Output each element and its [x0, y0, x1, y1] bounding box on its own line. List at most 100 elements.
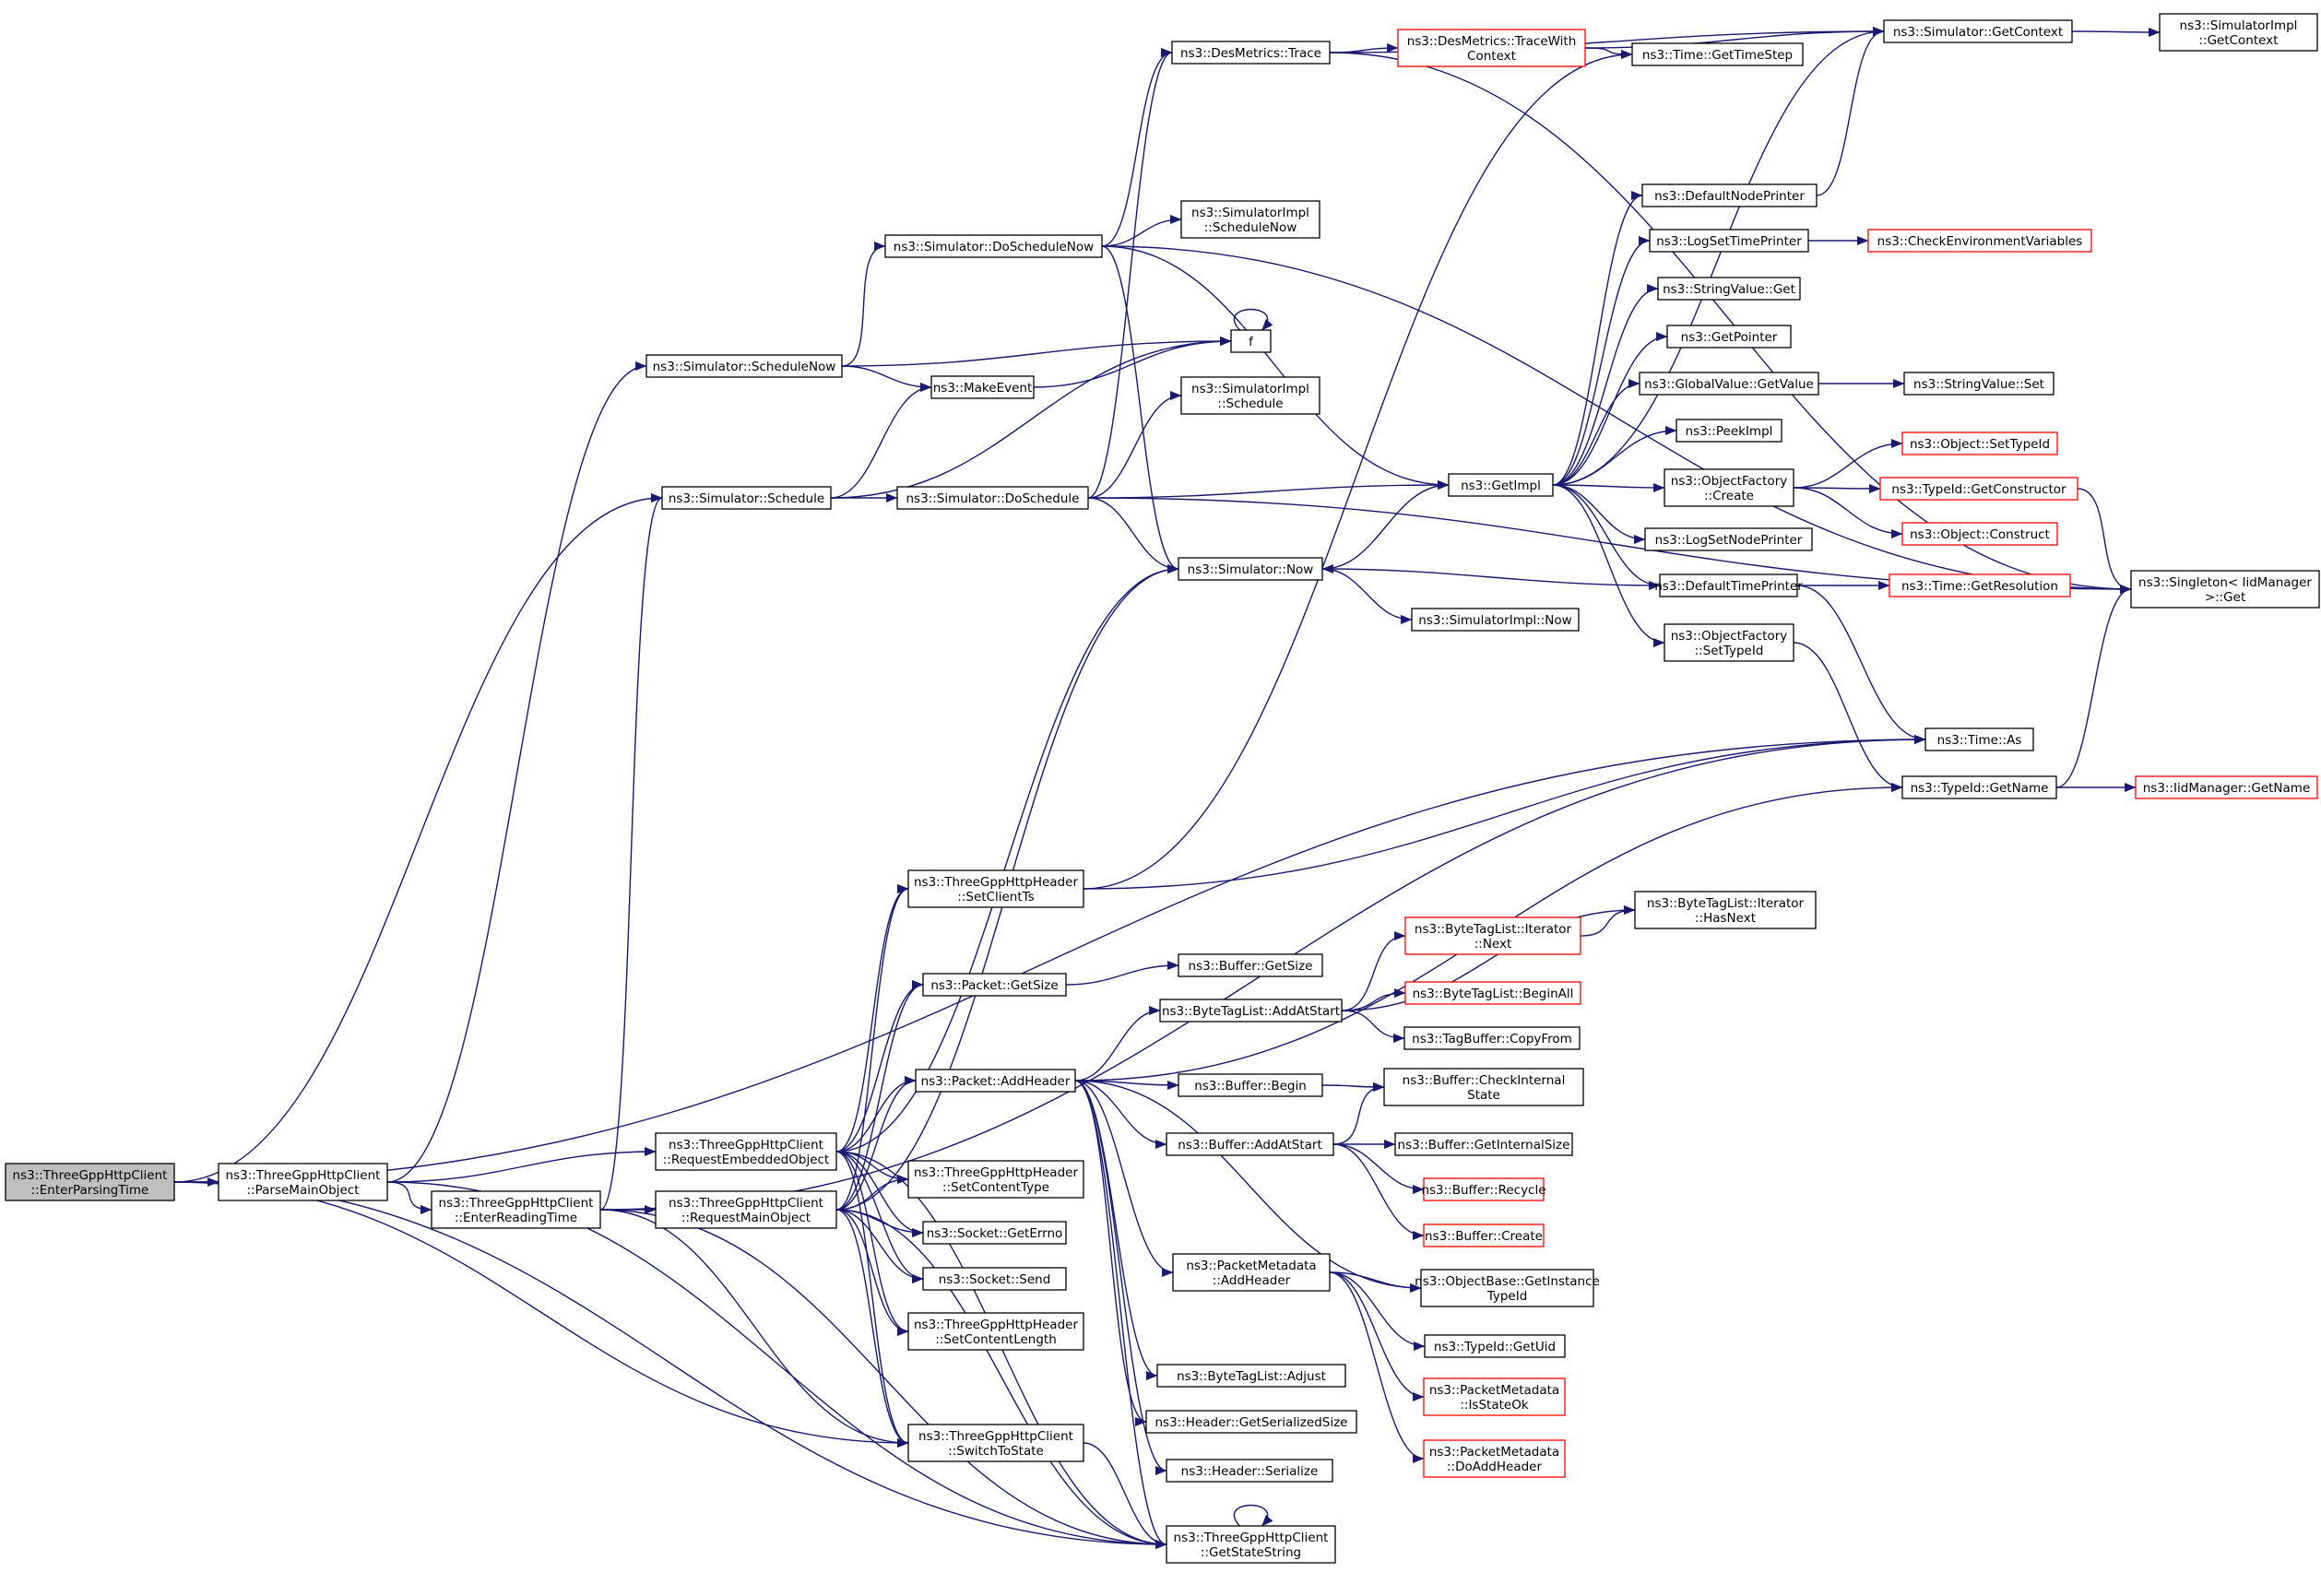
node-label: ns3::ThreeGppHttpHeader — [914, 1318, 1078, 1332]
node-getsize[interactable]: ns3::Packet::GetSize — [922, 973, 1067, 997]
node-setcontentlength[interactable]: ns3::ThreeGppHttpHeader::SetContentLengt… — [907, 1312, 1084, 1351]
node-f[interactable]: f — [1230, 329, 1272, 353]
node-geterrno[interactable]: ns3::Socket::GetErrno — [922, 1221, 1067, 1245]
node-box — [1448, 473, 1554, 497]
node-gv-getvalue[interactable]: ns3::GlobalValue::GetValue — [1639, 372, 1819, 396]
node-logsettimeprinter[interactable]: ns3::LogSetTimePrinter — [1649, 229, 1809, 253]
node-buf-create[interactable]: ns3::Buffer::Create — [1423, 1224, 1545, 1247]
node-box — [655, 1132, 837, 1171]
node-time-getres[interactable]: ns3::Time::GetResolution — [1889, 573, 2071, 597]
node-sched[interactable]: ns3::Simulator::Schedule — [661, 486, 832, 510]
node-label: ns3::StringValue::Set — [1913, 377, 2044, 392]
node-hdr-ser[interactable]: ns3::Header::Serialize — [1166, 1459, 1333, 1483]
node-typeid-getname[interactable]: ns3::TypeId::GetName — [1901, 775, 2057, 799]
node-obj-settypeid[interactable]: ns3::Object::SetTypeId — [1901, 432, 2058, 455]
node-box — [1649, 229, 1809, 253]
node-singleton-get[interactable]: ns3::Singleton< IidManager>::Get — [2130, 570, 2320, 609]
node-setclientts[interactable]: ns3::ThreeGppHttpHeader::SetClientTs — [907, 869, 1084, 908]
node-typeid-getuid[interactable]: ns3::TypeId::GetUid — [1424, 1334, 1566, 1358]
node-obj-construct[interactable]: ns3::Object::Construct — [1901, 522, 2058, 546]
node-label: ns3::Simulator::DoScheduleNow — [894, 240, 1094, 254]
node-simimpl-schednow[interactable]: ns3::SimulatorImpl::ScheduleNow — [1180, 200, 1320, 239]
node-addheader[interactable]: ns3::Packet::AddHeader — [915, 1069, 1076, 1093]
node-label: ns3::Buffer::Begin — [1194, 1079, 1307, 1094]
node-label: ns3::Object::Construct — [1910, 527, 2050, 542]
node-label: ns3::ThreeGppHttpHeader — [914, 875, 1078, 890]
node-label: ::SetContentType — [942, 1180, 1049, 1195]
node-label: ::RequestMainObject — [681, 1211, 811, 1225]
node-strval-get[interactable]: ns3::StringValue::Get — [1657, 277, 1801, 301]
node-box — [1383, 1068, 1584, 1106]
node-time-as[interactable]: ns3::Time::As — [1924, 727, 2034, 751]
node-getimpl[interactable]: ns3::GetImpl — [1448, 473, 1554, 497]
node-logsetnodeprinter[interactable]: ns3::LogSetNodePrinter — [1644, 527, 1813, 551]
edge-f-to-f — [1233, 308, 1273, 331]
node-root[interactable]: ns3::ThreeGppHttpClient::EnterParsingTim… — [5, 1163, 175, 1201]
node-box — [1159, 999, 1343, 1023]
node-typeid-getctor[interactable]: ns3::TypeId::GetConstructor — [1879, 477, 2078, 501]
node-box — [218, 1163, 388, 1201]
node-sim-getcontext[interactable]: ns3::Simulator::GetContext — [1883, 19, 2073, 43]
node-reqemb[interactable]: ns3::ThreeGppHttpClient::RequestEmbedded… — [655, 1132, 837, 1171]
node-simimplnow[interactable]: ns3::SimulatorImpl::Now — [1411, 608, 1580, 632]
node-switchtostate[interactable]: ns3::ThreeGppHttpClient::SwitchToState — [907, 1424, 1084, 1462]
node-label: ns3::DesMetrics::TraceWith — [1407, 34, 1577, 49]
node-send[interactable]: ns3::Socket::Send — [922, 1267, 1067, 1291]
node-pm-doaddheader[interactable]: ns3::PacketMetadata::DoAddHeader — [1423, 1439, 1566, 1478]
node-label: ns3::GlobalValue::GetValue — [1644, 377, 1814, 392]
node-label: ns3::Buffer::GetSize — [1189, 959, 1313, 974]
edges — [173, 26, 2161, 1550]
node-simnow[interactable]: ns3::Simulator::Now — [1178, 557, 1323, 581]
node-buf-begin[interactable]: ns3::Buffer::Begin — [1178, 1073, 1323, 1097]
node-label: ns3::ObjectBase::GetInstance — [1415, 1274, 1600, 1289]
node-doschednow[interactable]: ns3::Simulator::DoScheduleNow — [884, 234, 1103, 258]
node-hdr-getser[interactable]: ns3::Header::GetSerializedSize — [1145, 1410, 1357, 1434]
node-box — [1423, 1224, 1545, 1247]
node-getstatestring[interactable]: ns3::ThreeGppHttpClient::GetStateString — [1166, 1525, 1336, 1564]
edge-doschednow-to-destrace — [1101, 48, 1173, 247]
node-makeevent[interactable]: ns3::MakeEvent — [930, 375, 1035, 399]
node-destrace[interactable]: ns3::DesMetrics::Trace — [1171, 41, 1331, 65]
node-setcontenttype[interactable]: ns3::ThreeGppHttpHeader::SetContentType — [907, 1160, 1084, 1199]
node-label: ns3::SimulatorImpl — [2180, 18, 2298, 33]
node-btl-adjust[interactable]: ns3::ByteTagList::Adjust — [1156, 1364, 1346, 1388]
node-pm-isstateok[interactable]: ns3::PacketMetadata::IsStateOk — [1423, 1377, 1566, 1416]
node-checkenv[interactable]: ns3::CheckEnvironmentVariables — [1867, 229, 2092, 253]
node-peekimpl[interactable]: ns3::PeekImpl — [1676, 419, 1782, 443]
node-btl-addatstart[interactable]: ns3::ByteTagList::AddAtStart — [1159, 999, 1343, 1023]
node-deftimeprinter[interactable]: ns3::DefaultTimePrinter — [1654, 573, 1803, 597]
node-btl-beginall[interactable]: ns3::ByteTagList::BeginAll — [1404, 981, 1581, 1005]
edge-parse-to-schednow — [386, 361, 647, 1183]
node-reading[interactable]: ns3::ThreeGppHttpClient::EnterReadingTim… — [431, 1190, 601, 1229]
node-buf-getsize[interactable]: ns3::Buffer::GetSize — [1178, 953, 1323, 977]
node-box — [1394, 1132, 1573, 1156]
node-defnodeprinter[interactable]: ns3::DefaultNodePrinter — [1641, 183, 1818, 207]
node-simimpl-sched[interactable]: ns3::SimulatorImpl::Schedule — [1180, 376, 1320, 415]
node-label: ns3::SimulatorImpl — [1191, 206, 1309, 220]
node-getpointer[interactable]: ns3::GetPointer — [1666, 325, 1792, 349]
node-simimpl-getcontext[interactable]: ns3::SimulatorImpl::GetContext — [2159, 13, 2318, 52]
node-of-settypeid[interactable]: ns3::ObjectFactory::SetTypeId — [1664, 623, 1794, 662]
node-buf-addatstart[interactable]: ns3::Buffer::AddAtStart — [1166, 1132, 1334, 1156]
node-schednow[interactable]: ns3::Simulator::ScheduleNow — [645, 354, 843, 378]
node-tagbuf-copyfrom[interactable]: ns3::TagBuffer::CopyFrom — [1403, 1026, 1581, 1050]
node-parse[interactable]: ns3::ThreeGppHttpClient::ParseMainObject — [218, 1163, 388, 1201]
edge-reqemb-to-getsize — [835, 980, 924, 1153]
node-label: ns3::Simulator::GetContext — [1893, 25, 2063, 40]
node-reqmain[interactable]: ns3::ThreeGppHttpClient::RequestMainObje… — [655, 1190, 837, 1229]
node-btl-it-hasnext[interactable]: ns3::ByteTagList::Iterator::HasNext — [1634, 891, 1817, 929]
node-pm-addheader[interactable]: ns3::PacketMetadata::AddHeader — [1172, 1253, 1331, 1292]
node-box — [1666, 325, 1792, 349]
node-of-create[interactable]: ns3::ObjectFactory::Create — [1664, 468, 1794, 507]
node-btl-it-next[interactable]: ns3::ByteTagList::Iterator::Next — [1404, 916, 1581, 955]
edge-getimpl-to-of_create — [1552, 482, 1665, 493]
node-buf-getint[interactable]: ns3::Buffer::GetInternalSize — [1394, 1132, 1573, 1156]
node-iid-getname[interactable]: ns3::IidManager::GetName — [2135, 775, 2318, 799]
node-buf-recycle[interactable]: ns3::Buffer::Recycle — [1421, 1177, 1546, 1201]
node-gettimestep[interactable]: ns3::Time::GetTimeStep — [1631, 42, 1804, 66]
node-strval-set[interactable]: ns3::StringValue::Set — [1903, 372, 2055, 396]
node-dosched[interactable]: ns3::Simulator::DoSchedule — [896, 486, 1089, 510]
